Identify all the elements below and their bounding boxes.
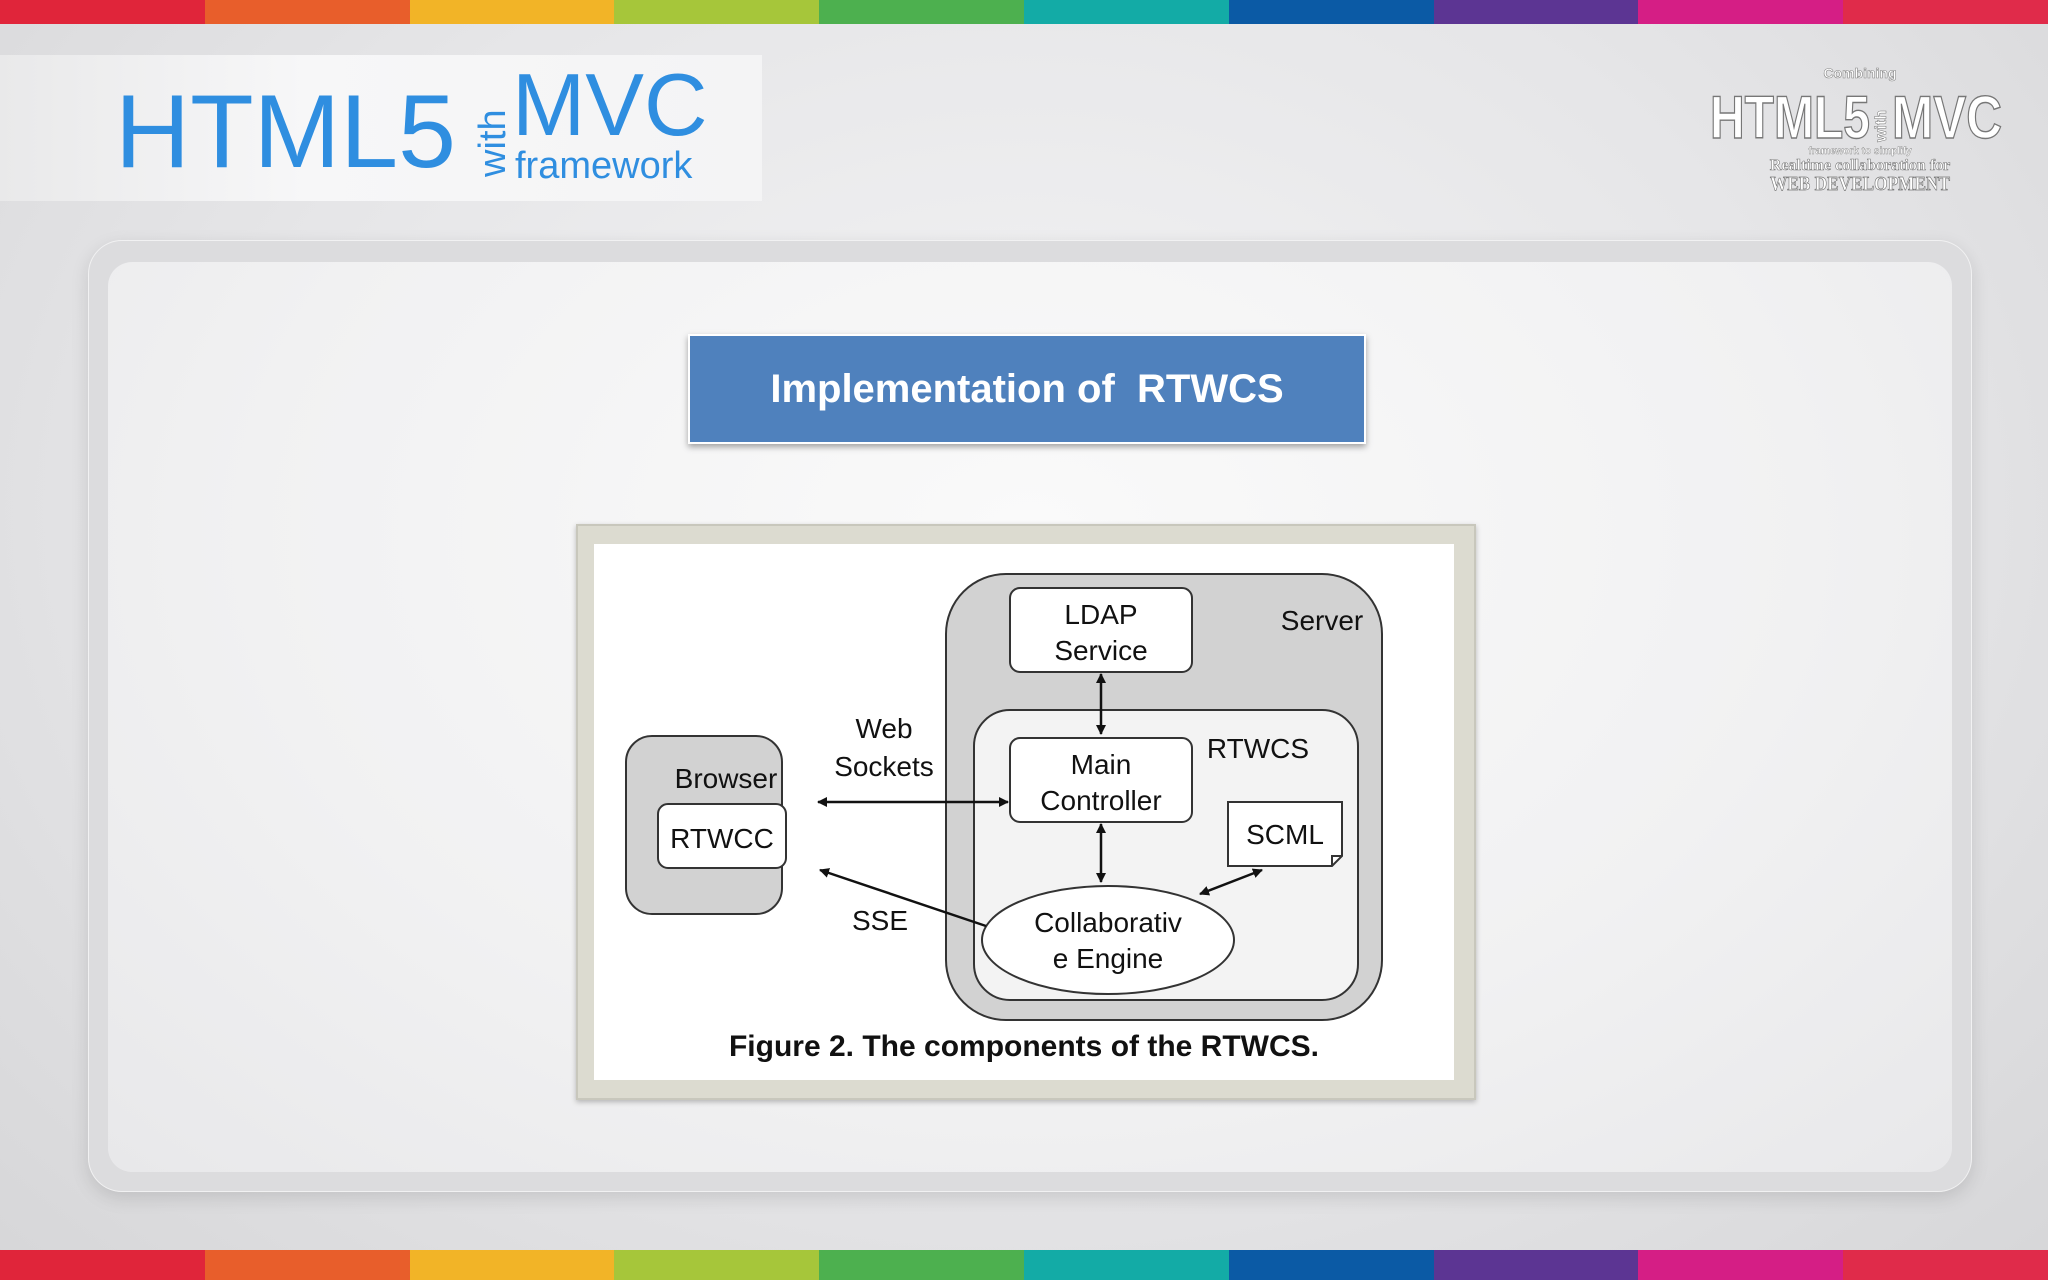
ldap-service-node (1009, 587, 1193, 673)
logo-with-text: with (472, 109, 514, 178)
rtwcc-node (657, 803, 787, 869)
stripe-segment (1843, 1250, 2048, 1280)
logo-html5-text: HTML5 (115, 74, 456, 190)
stripe-segment (819, 0, 1024, 24)
right-logo-line1: framework to simplify (1808, 146, 1912, 157)
collaborative-engine-node (981, 885, 1235, 995)
stripe-segment (0, 0, 205, 24)
stripe-segment (1023, 1250, 1229, 1280)
stripe-segment (1228, 1250, 1434, 1280)
stripe-segment (614, 0, 820, 24)
main-controller-node (1009, 737, 1193, 823)
server-label: Server (1281, 605, 1363, 636)
slide-title-box: Implementation of RTWCS (688, 334, 1366, 444)
collaborative-engine-line2: e Engine (1053, 943, 1164, 974)
websockets-label-line2: Sockets (834, 751, 934, 782)
stripe-segment (1433, 0, 1639, 24)
stripe-segment (1023, 0, 1229, 24)
sse-label: SSE (852, 905, 908, 936)
sse-edge (819, 868, 987, 928)
bottom-color-stripe (0, 1250, 2048, 1280)
top-color-stripe (0, 0, 2048, 24)
stripe-segment (409, 1250, 615, 1280)
collaborative-engine-line1: Collaborativ (1034, 907, 1182, 938)
right-logo-line3: WEB DEVELOPMENT (1770, 173, 1951, 195)
figure-caption: Figure 2. The components of the RTWCS. (729, 1030, 1319, 1063)
right-logo-html5: HTML5 (1710, 84, 1870, 151)
right-logo-line2: Realtime collaboration for (1770, 157, 1950, 174)
stripe-segment (1228, 0, 1434, 24)
stripe-segment (1638, 1250, 1844, 1280)
stripe-segment (819, 1250, 1024, 1280)
stripe-segment (0, 1250, 205, 1280)
ldap-label-line1: LDAP (1064, 599, 1137, 630)
ldap-label-line2: Service (1054, 635, 1147, 666)
combining-html5-mvc-logo: Combining HTML5 with MVC framework to si… (1700, 62, 2020, 202)
main-controller-line1: Main (1071, 749, 1132, 780)
websockets-label-line1: Web (855, 713, 912, 744)
stripe-segment (1638, 0, 1844, 24)
stripe-segment (409, 0, 615, 24)
right-logo-combining: Combining (1823, 65, 1896, 81)
rtwcs-label: RTWCS (1207, 733, 1309, 764)
logo-framework-text: framework (515, 145, 693, 187)
scml-node (1227, 801, 1343, 867)
stripe-segment (204, 0, 410, 24)
collab-scml-edge (1199, 868, 1263, 896)
right-logo-with: with (1873, 110, 1890, 143)
stripe-segment (204, 1250, 410, 1280)
logo-mvc-text: MVC (512, 55, 708, 154)
stripe-segment (614, 1250, 820, 1280)
rtwcc-label: RTWCC (670, 823, 774, 854)
right-logo-mvc: MVC (1892, 84, 2002, 151)
scml-label: SCML (1246, 819, 1324, 850)
main-controller-line2: Controller (1040, 785, 1161, 816)
slide-title: Implementation of RTWCS (770, 366, 1284, 411)
figure-image: Server LDAP Service RTWCS Main Controlle… (594, 544, 1454, 1080)
browser-label: Browser (675, 763, 778, 794)
html5-mvc-logo: HTML5 with MVC framework (0, 55, 762, 201)
stripe-segment (1843, 0, 2048, 24)
stripe-segment (1433, 1250, 1639, 1280)
